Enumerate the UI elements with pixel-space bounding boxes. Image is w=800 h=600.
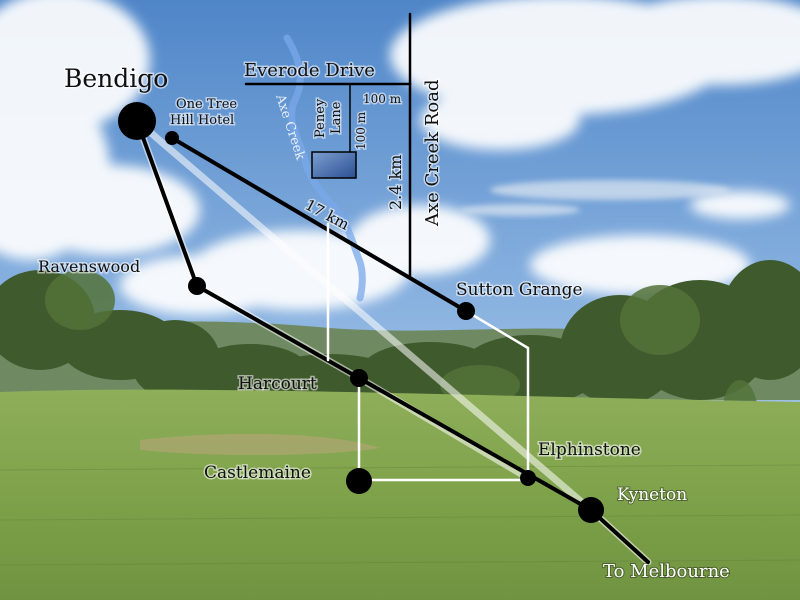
elphinstone-marker (520, 470, 536, 486)
everode-drive-label: Everode Drive (244, 60, 375, 81)
ravenswood-marker (188, 277, 206, 295)
one-tree-hill-hotel-label-2: Hill Hotel (170, 113, 234, 128)
kyneton-label: Kyneton (617, 485, 687, 505)
bendigo-sutton-grange-road (170, 136, 468, 313)
peney-lane-label-2: Lane (329, 101, 344, 134)
harcourt-marker (350, 369, 368, 387)
bendigo-ravenswood-road (135, 119, 199, 288)
axe-creek-road-label: Axe Creek Road (422, 80, 443, 227)
kyneton-marker (578, 497, 604, 523)
roads (133, 12, 652, 566)
peney-lane-label-1: Peney (313, 98, 328, 138)
sutton-grange-elphinstone-road (464, 309, 530, 350)
distance-peney-100m-label: 100 m (354, 111, 368, 150)
distance-2-4km-label: 2.4 km (386, 155, 405, 210)
harcourt-label: Harcourt (238, 374, 317, 394)
bendigo-label: Bendigo (64, 64, 168, 93)
castlemaine-marker (346, 468, 372, 494)
to-melbourne-label: To Melbourne (603, 561, 730, 582)
towns (118, 102, 604, 523)
castlemaine-label: Castlemaine (204, 463, 311, 483)
labels: Bendigo One Tree Hill Hotel Ravenswood S… (37, 59, 731, 584)
ravenswood-label: Ravenswood (38, 257, 140, 276)
one-tree-hill-hotel-label-1: One Tree (176, 97, 237, 112)
one-tree-hill-hotel-marker (165, 131, 179, 145)
sutton-grange-label: Sutton Grange (456, 280, 583, 300)
distance-everode-100m-label: 100 m (363, 92, 402, 106)
property-marker (311, 151, 357, 179)
elphinstone-label: Elphinstone (538, 440, 641, 460)
bendigo-marker (118, 102, 156, 140)
sutton-grange-marker (457, 302, 475, 320)
axe-creek (283, 34, 366, 302)
